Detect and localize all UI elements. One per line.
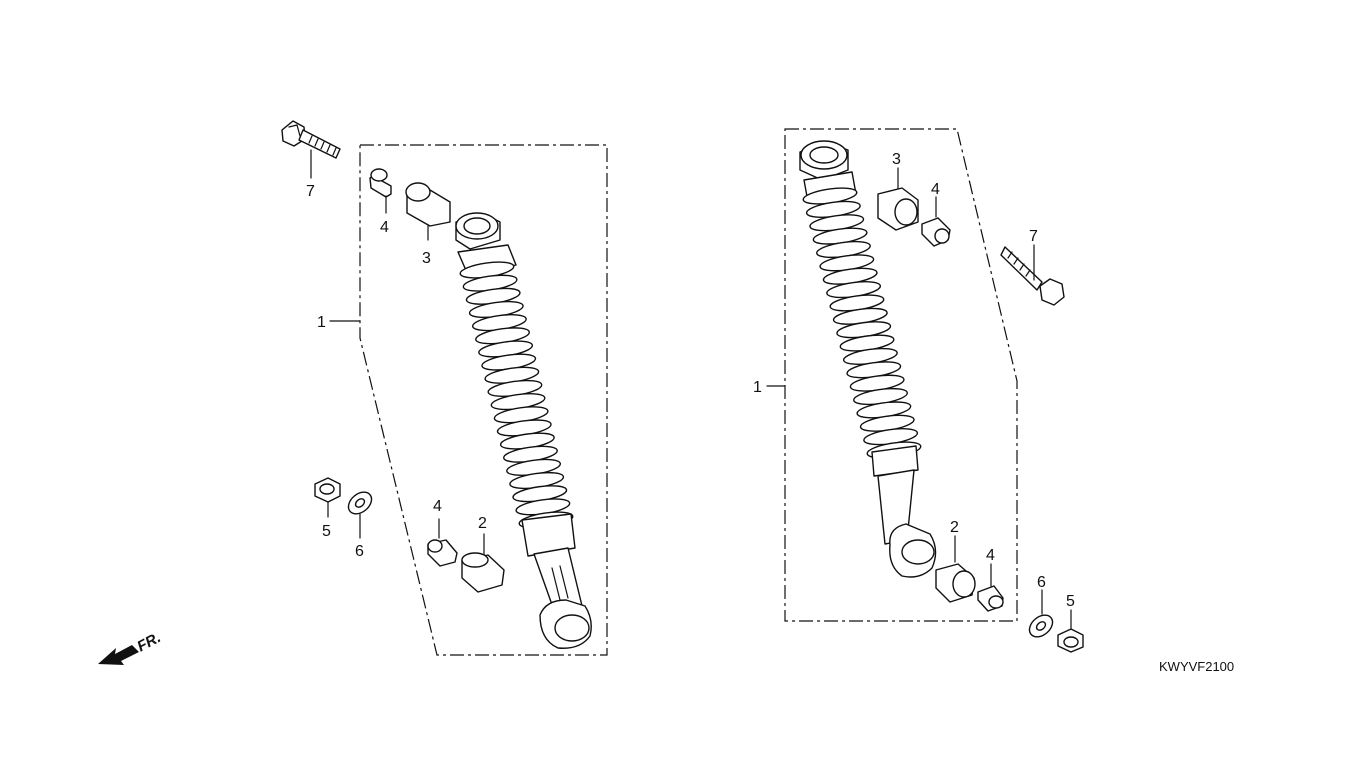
left-collar-4-top bbox=[369, 168, 392, 214]
right-label-7: 7 bbox=[1029, 228, 1038, 245]
right-bolt-7 bbox=[1000, 244, 1065, 306]
left-bolt-7 bbox=[281, 120, 341, 179]
right-collar-4-bottom bbox=[977, 563, 1004, 612]
right-collar-4-top bbox=[921, 196, 951, 247]
right-assembly: 1 3 4 bbox=[753, 128, 1084, 653]
left-collar-4-bottom bbox=[427, 518, 458, 567]
left-bushing-2 bbox=[461, 533, 505, 593]
right-label-6: 6 bbox=[1037, 574, 1046, 591]
right-shock-absorber bbox=[799, 140, 937, 578]
right-label-4-bottom: 4 bbox=[986, 547, 995, 564]
left-label-7: 7 bbox=[306, 183, 315, 200]
left-label-4-top: 4 bbox=[380, 219, 389, 236]
diagram-code: KWYVF2100 bbox=[1159, 659, 1234, 674]
left-label-6: 6 bbox=[355, 543, 364, 560]
right-bushing-3 bbox=[877, 167, 919, 231]
right-label-2: 2 bbox=[950, 519, 959, 536]
right-label-5: 5 bbox=[1066, 593, 1075, 610]
left-label-3: 3 bbox=[422, 250, 431, 267]
left-assembly-boundary bbox=[359, 144, 608, 656]
right-label-4-top: 4 bbox=[931, 181, 940, 198]
left-bushing-3 bbox=[405, 182, 451, 241]
left-label-1: 1 bbox=[317, 314, 326, 331]
front-marker-label: FR. bbox=[134, 629, 163, 655]
left-washer-6 bbox=[347, 491, 373, 539]
left-shock-absorber bbox=[455, 212, 592, 649]
right-label-1: 1 bbox=[753, 379, 762, 396]
left-label-4-bottom: 4 bbox=[433, 498, 442, 515]
right-nut-5 bbox=[1057, 609, 1084, 653]
right-assembly-boundary bbox=[784, 128, 1018, 622]
right-bushing-2 bbox=[935, 535, 976, 603]
front-direction-arrow: FR. bbox=[98, 629, 164, 665]
right-washer-6 bbox=[1028, 589, 1054, 638]
right-label-3: 3 bbox=[892, 151, 901, 168]
left-label-5: 5 bbox=[322, 523, 331, 540]
left-nut-5 bbox=[314, 477, 341, 518]
left-assembly: 1 7 4 3 bbox=[281, 120, 608, 656]
left-label-2: 2 bbox=[478, 515, 487, 532]
